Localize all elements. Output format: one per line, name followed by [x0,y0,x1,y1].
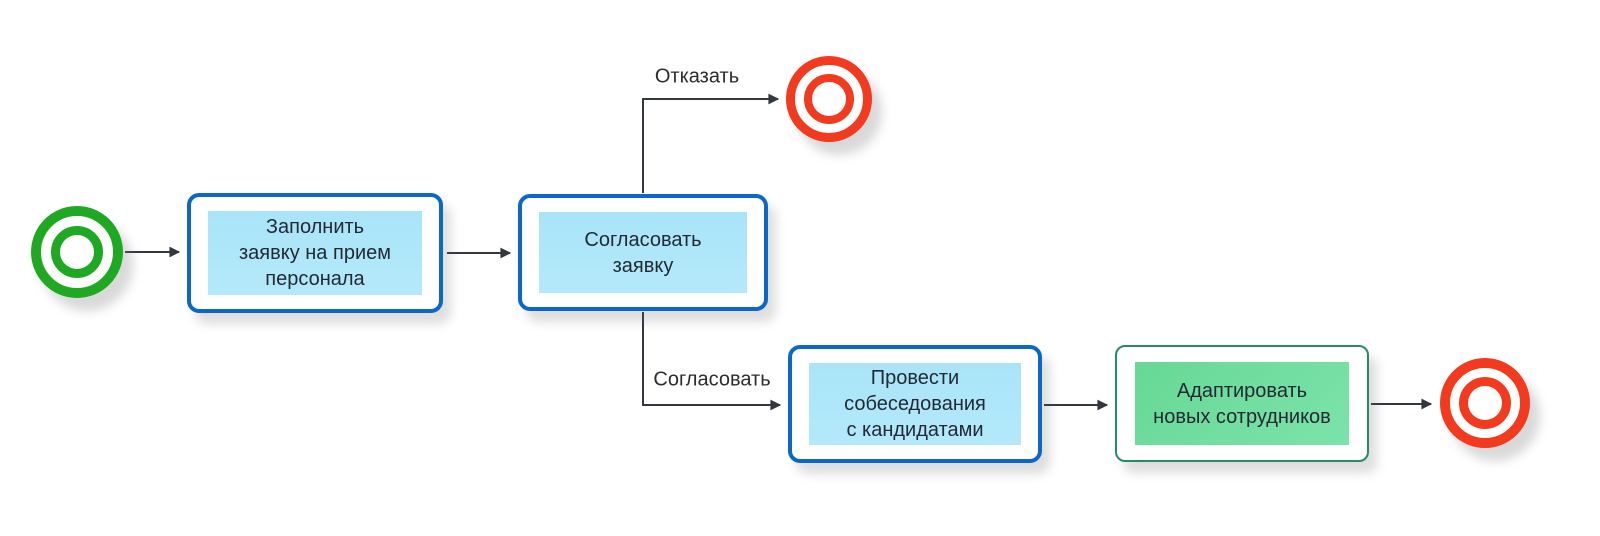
edge-label-approve: Согласовать [653,368,771,391]
task-onboard-employees-body: Адаптировать новых сотрудников [1135,362,1349,445]
start-event-inner-ring [51,226,103,278]
end-event-rejected-circle[interactable] [786,56,872,142]
task-label-line: с кандидатами [846,419,984,441]
task-label-line: заявку [612,254,674,277]
end-event-rejected-inner-ring [804,74,854,124]
start-event-circle[interactable] [31,206,123,298]
task-label-line: Провести [870,367,960,389]
task-approve-request-body: Согласовать заявку [539,212,747,293]
task-approve-request[interactable]: Согласовать заявку [518,194,768,311]
task-label-line: Согласовать [584,228,702,251]
task-label-line: новых сотрудников [1153,405,1331,428]
task-label-line: заявку на прием [238,242,391,264]
task-label-line: Адаптировать [1176,379,1308,402]
edge-label-reject: Отказать [654,65,740,88]
connector-approve-to-end-rejected [642,93,780,193]
task-conduct-interviews[interactable]: Провести собеседования с кандидатами [788,345,1042,463]
task-fill-request-body: Заполнить заявку на прием персонала [208,211,422,295]
task-label-line: персонала [265,268,365,290]
end-event-completed-circle[interactable] [1440,358,1530,448]
connector-approve-to-interviews [642,312,782,411]
task-onboard-employees[interactable]: Адаптировать новых сотрудников [1115,345,1369,462]
end-event-completed-inner-ring [1459,377,1511,429]
task-conduct-interviews-body: Провести собеседования с кандидатами [809,363,1021,445]
task-label-line: собеседования [844,393,986,415]
task-label-line: Заполнить [265,216,365,238]
task-fill-request[interactable]: Заполнить заявку на прием персонала [187,193,443,313]
